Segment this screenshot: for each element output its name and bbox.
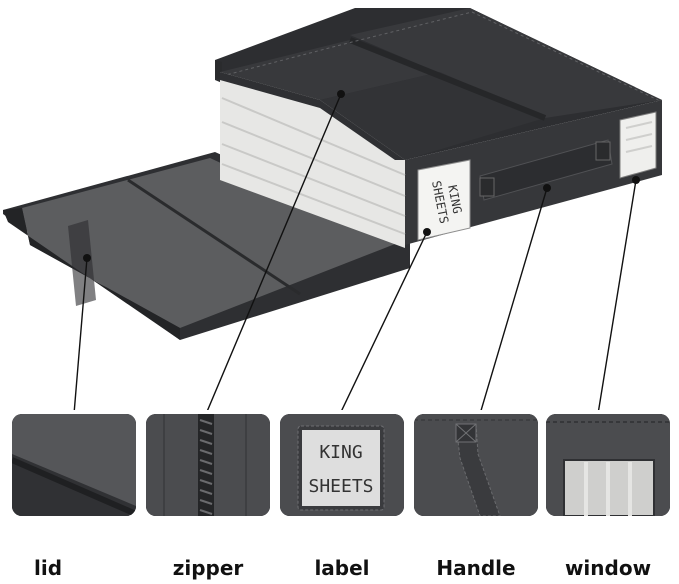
callout-dots (83, 90, 640, 262)
caption-lid: lid (33, 556, 63, 580)
callout-lines (73, 93, 637, 410)
window-callout-line (597, 179, 637, 410)
front-label (417, 159, 471, 241)
handle-detail-thumbnail (414, 414, 538, 516)
label-callout-line (341, 231, 428, 410)
lid-callout-line (73, 257, 88, 410)
thumb-label-line2: SHEETS (308, 476, 374, 497)
thumb-label-text: KING SHEETS (302, 444, 380, 496)
label-detail-thumbnail: KING SHEETS (280, 414, 404, 516)
caption-handle: Handle (436, 556, 516, 580)
thumb-label-line1: KING (319, 442, 363, 463)
window-detail-thumbnail (546, 414, 670, 516)
caption-window: window (564, 556, 652, 580)
caption-label: label (314, 556, 370, 580)
caption-zipper: zipper (172, 556, 244, 580)
lid-detail-thumbnail (12, 414, 136, 516)
box-window (619, 111, 657, 179)
zipper-detail-thumbnail (146, 414, 270, 516)
storage-box-illustration (3, 8, 662, 410)
handle-callout-line (480, 187, 548, 410)
zipper-callout-line (206, 93, 342, 410)
box-handle (479, 139, 613, 201)
